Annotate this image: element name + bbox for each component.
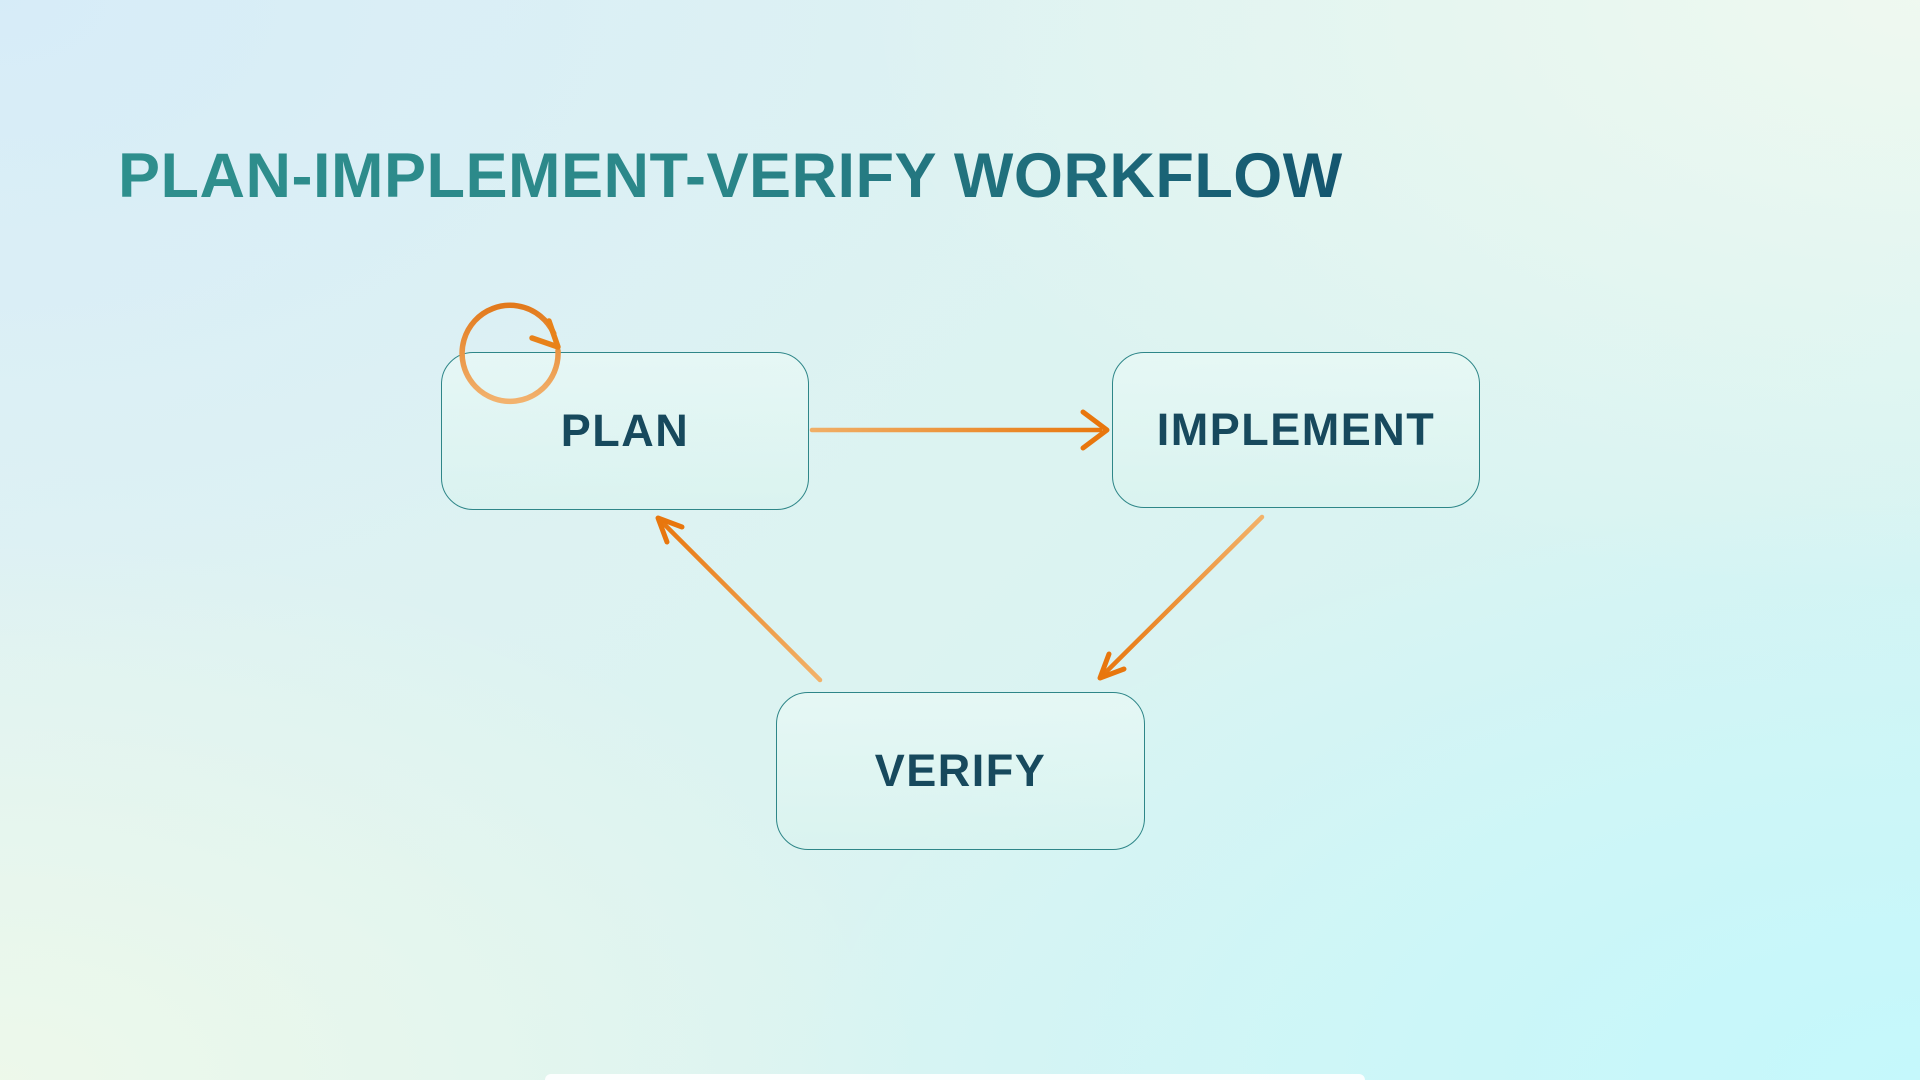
arrow-plan-to-implement bbox=[809, 409, 1110, 451]
node-verify: VERIFY bbox=[776, 692, 1145, 850]
node-implement: IMPLEMENT bbox=[1112, 352, 1480, 508]
page-title: PLAN-IMPLEMENT-VERIFY WORKFLOW bbox=[118, 141, 1343, 212]
node-plan: PLAN bbox=[441, 352, 809, 510]
arrow-implement-to-verify bbox=[1097, 514, 1265, 681]
node-implement-label: IMPLEMENT bbox=[1156, 404, 1436, 455]
arrow-verify-to-plan bbox=[655, 515, 823, 683]
node-plan-label: PLAN bbox=[560, 405, 690, 456]
bottom-edge-highlight bbox=[545, 1074, 1365, 1080]
node-verify-label: VERIFY bbox=[874, 745, 1047, 796]
